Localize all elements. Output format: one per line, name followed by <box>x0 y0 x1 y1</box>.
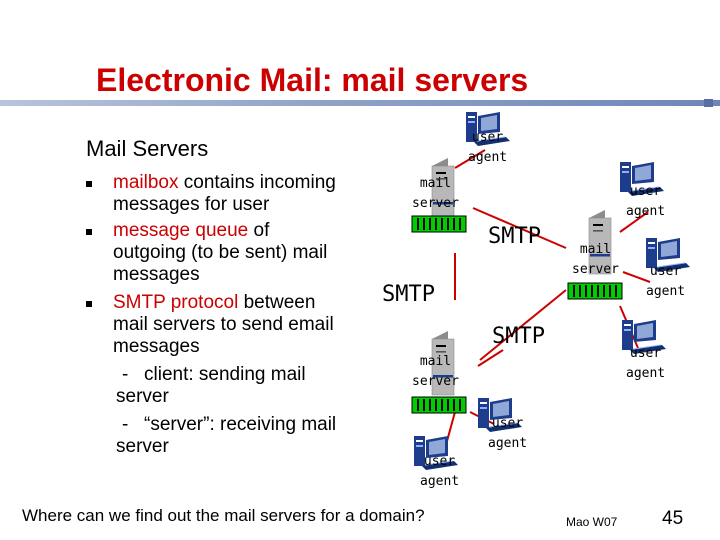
slide-title: Electronic Mail: mail servers <box>96 62 529 98</box>
sub-bullet-client: - client: sending mail server <box>116 364 306 408</box>
sub-bullet-text: client: sending mail <box>144 364 306 385</box>
bullet-smtp-protocol: SMTP protocol between mail servers to se… <box>86 292 334 358</box>
sub-bullet-marker: - <box>122 364 129 385</box>
sub-bullet-marker: - <box>122 414 129 435</box>
term-smtp-protocol: SMTP protocol <box>113 292 239 313</box>
bullet-text: messages <box>113 264 200 285</box>
sub-bullet-server: - “server”: receiving mail server <box>116 414 337 458</box>
footer-text: Mao W07 <box>566 515 618 529</box>
bullet-mailbox: mailbox contains incoming messages for u… <box>86 172 336 216</box>
bullet-text: contains incoming <box>178 172 336 193</box>
title-divider-end <box>704 99 713 107</box>
connection-lines <box>443 149 651 453</box>
section-heading: Mail Servers <box>86 136 209 161</box>
title-divider <box>0 100 720 106</box>
bullet-message-queue: message queue of outgoing (to be sent) m… <box>86 220 328 286</box>
bullet-text: mail servers to send email <box>113 314 334 335</box>
bullet-text: outgoing (to be sent) mail <box>113 242 328 263</box>
question-text: Where can we find out the mail servers f… <box>22 506 425 525</box>
bullet-text: messages <box>113 336 200 357</box>
sub-bullet-text: server <box>116 386 169 407</box>
bullet-text: of <box>248 220 270 241</box>
bullet-marker <box>86 301 92 307</box>
bullet-marker <box>86 181 92 187</box>
sub-bullet-text: server <box>116 436 169 457</box>
page-number: 45 <box>662 508 684 529</box>
bullet-text: messages for user <box>113 194 270 215</box>
smtp-label-top: SMTP <box>488 224 541 249</box>
smtp-label-left: SMTP <box>382 282 435 307</box>
term-mailbox: mailbox <box>113 172 179 193</box>
sub-bullet-text: “server”: receiving mail <box>144 414 337 435</box>
term-message-queue: message queue <box>113 220 249 241</box>
smtp-label-bottom: SMTP <box>492 324 545 349</box>
bullet-marker <box>86 229 92 235</box>
bullet-text: between <box>238 292 316 313</box>
